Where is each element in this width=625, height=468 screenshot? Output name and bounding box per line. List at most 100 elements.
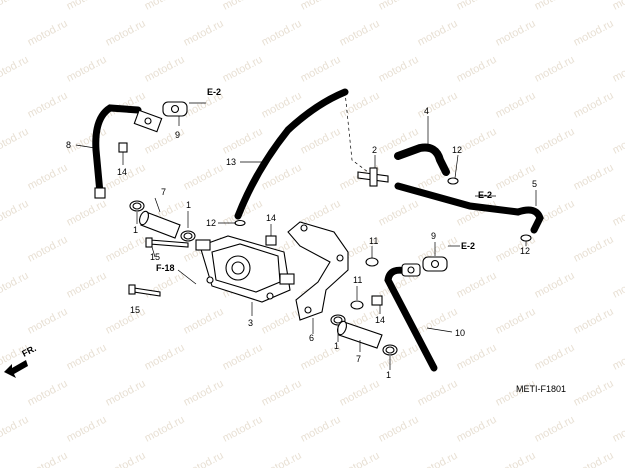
part-7-hose-lower[interactable] [336,320,383,349]
part-9-gasket-top[interactable] [162,101,188,117]
watermark-text: motod.ru [416,450,460,468]
watermark-text: motod.ru [26,18,70,49]
part-5-pipe[interactable] [394,182,544,234]
watermark-text: motod.ru [611,126,625,157]
part-11-nut-upper[interactable] [365,257,379,267]
ref-e2-mid: E-2 [461,241,475,251]
part-15-bolt-upper[interactable] [145,237,189,248]
watermark-text: motod.ru [299,54,343,85]
watermark-text: motod.ru [0,0,31,13]
watermark-text: motod.ru [299,126,343,157]
watermark-text: motod.ru [494,306,538,337]
watermark-text: motod.ru [338,450,382,468]
leader-lines [75,102,537,370]
part-14-bolt-top[interactable] [118,142,128,165]
watermark-text: motod.ru [104,378,148,409]
callout-10: 10 [455,328,465,338]
watermark-text: motod.ru [455,270,499,301]
watermark-text: motod.ru [611,342,625,373]
callout-7-a: 7 [161,187,166,197]
watermark-text: motod.ru [260,90,304,121]
part-1-clamp-lower-b[interactable] [382,344,398,356]
part-14-bolt-lower[interactable] [371,295,383,306]
watermark-text: motod.ru [104,450,148,468]
part-9-gasket-mid[interactable] [422,256,448,272]
callout-7-b: 7 [356,354,361,364]
watermark-text: motod.ru [416,306,460,337]
callout-15-a: 15 [150,252,160,262]
callout-15-b: 15 [130,305,140,315]
part-12-clip-right[interactable] [520,234,532,242]
watermark-text: motod.ru [65,270,109,301]
watermark-text: motod.ru [611,54,625,85]
part-12-clip-left[interactable] [234,219,246,227]
callout-8: 8 [66,140,71,150]
watermark-text: motod.ru [533,0,577,13]
watermark-text: motod.ru [221,414,265,445]
watermark-text: motod.ru [572,234,616,265]
watermark-text: motod.ru [455,342,499,373]
watermark-text: motod.ru [104,18,148,49]
watermark-text: motod.ru [377,342,421,373]
callout-1-d: 1 [386,370,391,380]
part-12-clip-right-top[interactable] [447,177,459,185]
watermark-text: motod.ru [377,414,421,445]
part-4-hose[interactable] [394,143,450,176]
watermark-text: motod.ru [65,126,109,157]
front-arrow-icon [4,360,28,378]
watermark-text: motod.ru [416,90,460,121]
watermark-text: motod.ru [533,414,577,445]
watermark-text: motod.ru [572,18,616,49]
callout-9-b: 9 [431,231,436,241]
watermark-text: motod.ru [533,270,577,301]
watermark-text: motod.ru [572,378,616,409]
watermark-text: motod.ru [260,18,304,49]
watermark-text: motod.ru [455,414,499,445]
part-6-bracket[interactable] [287,221,349,321]
callout-9-a: 9 [175,130,180,140]
watermark-text: motod.ru [26,162,70,193]
part-8-pipe[interactable] [92,104,163,199]
watermark-text: motod.ru [572,90,616,121]
watermark-text: motod.ru [416,162,460,193]
callout-14-c: 14 [375,315,385,325]
part-3-valve[interactable] [195,235,295,303]
part-11-nut-lower[interactable] [350,300,364,310]
watermark-text: motod.ru [143,342,187,373]
watermark-text: motod.ru [377,0,421,13]
watermark-text: motod.ru [0,126,31,157]
watermark-text: motod.ru [494,90,538,121]
part-10-pipe[interactable] [384,263,438,372]
watermark-text: motod.ru [65,414,109,445]
callout-14-a: 14 [117,167,127,177]
callouts: 1 1 1 1 2 3 4 5 6 7 7 8 9 9 10 11 11 12 … [66,106,537,380]
watermark-text: motod.ru [221,342,265,373]
watermark-text: motod.ru [221,0,265,13]
watermark-text: motod.ru [65,0,109,13]
watermark-text: motod.ru [533,54,577,85]
watermark-text: motod.ru [260,306,304,337]
watermark-text: motod.ru [299,414,343,445]
part-1-clamp-upper-a[interactable] [129,200,145,212]
part-2-t-joint[interactable] [357,167,389,187]
watermark-text: motod.ru [143,270,187,301]
callout-14-b: 14 [266,213,276,223]
callout-11-a: 11 [369,236,378,246]
watermark-text: motod.ru [65,54,109,85]
watermark-text: motod.ru [182,450,226,468]
watermark-text: motod.ru [494,18,538,49]
watermark-text: motod.ru [377,54,421,85]
watermark-text: motod.ru [299,0,343,13]
watermark-text: motod.ru [416,18,460,49]
callout-4: 4 [424,106,429,116]
part-13-hose[interactable] [234,88,349,220]
watermark-text: motod.ru [26,378,70,409]
watermark-text: motod.ru [494,450,538,468]
part-1-clamp-upper-b[interactable] [180,230,196,242]
callout-12-b: 12 [452,145,462,155]
part-15-bolt-lower[interactable] [128,284,161,297]
part-14-bolt-valve[interactable] [265,235,277,246]
part-7-hose-left[interactable] [138,210,181,239]
watermark-text: motod.ru [611,198,625,229]
watermark-text: motod.ru [338,378,382,409]
